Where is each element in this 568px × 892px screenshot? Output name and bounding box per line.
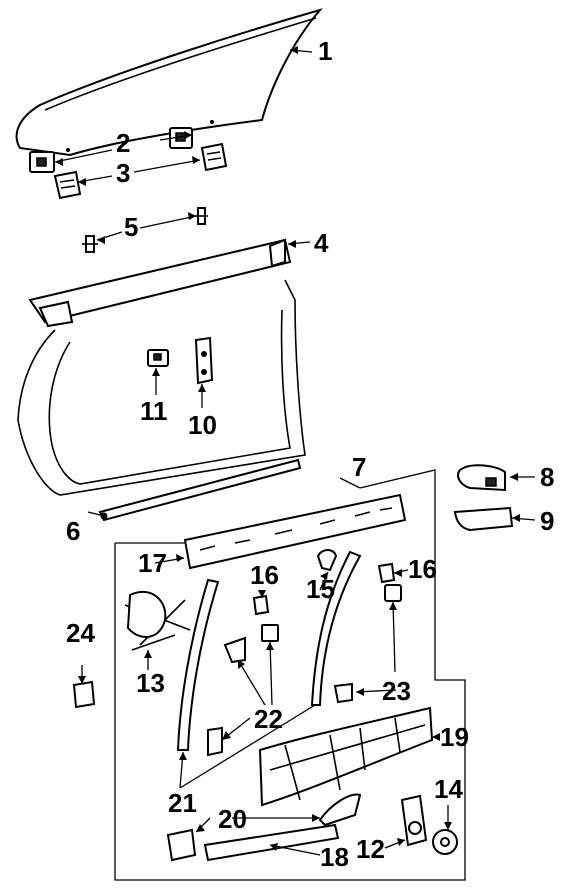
callout-17: 17 <box>138 548 167 578</box>
callout-13: 13 <box>136 668 165 698</box>
regulator-module-19[interactable] <box>258 706 434 807</box>
callout-22: 22 <box>254 704 283 734</box>
bracket-23-upper[interactable] <box>384 584 402 602</box>
run-channel-21[interactable] <box>176 578 220 751</box>
glass-channel-left[interactable] <box>53 170 82 200</box>
callout-3: 3 <box>116 158 130 188</box>
clip-15[interactable] <box>316 549 338 572</box>
glass-retainer-left[interactable] <box>29 151 55 173</box>
guide-20[interactable] <box>318 793 362 827</box>
sash-channel-18[interactable] <box>203 823 340 862</box>
guide-22-a[interactable] <box>223 636 246 664</box>
stud-bolt-left[interactable] <box>82 235 98 253</box>
window-regulator-13[interactable] <box>124 590 191 651</box>
callout-18: 18 <box>320 842 349 872</box>
upper-channel-17[interactable] <box>183 493 407 570</box>
callout-12: 12 <box>356 834 385 864</box>
callout-16-left: 16 <box>250 560 279 590</box>
callout-10: 10 <box>188 410 217 440</box>
callout-4: 4 <box>314 228 329 258</box>
grommet-14[interactable] <box>432 829 458 855</box>
clip-16-left[interactable] <box>252 594 270 616</box>
inside-handle-bracket-8[interactable] <box>457 464 506 492</box>
lower-bracket[interactable] <box>166 828 197 862</box>
door-glass[interactable] <box>15 8 323 157</box>
callout-14: 14 <box>434 774 463 804</box>
handle-support-9[interactable] <box>453 506 514 532</box>
regulator-assembly-box <box>114 469 466 881</box>
callout-8: 8 <box>540 462 554 492</box>
door-lower-molding[interactable] <box>98 458 302 522</box>
bracket-23-lower[interactable] <box>333 682 353 704</box>
glass-channel-right[interactable] <box>200 142 228 172</box>
callout-9: 9 <box>540 506 554 536</box>
callout-6: 6 <box>66 516 80 546</box>
callout-23: 23 <box>382 676 411 706</box>
callout-2: 2 <box>116 128 130 158</box>
bracket-24[interactable] <box>72 680 96 709</box>
callout-21: 21 <box>168 788 197 818</box>
guide-22-b[interactable] <box>261 624 279 642</box>
regulator-bracket-10[interactable] <box>194 336 214 385</box>
callout-24: 24 <box>66 618 95 648</box>
arrowheads <box>55 46 520 851</box>
clip-16-right[interactable] <box>377 562 396 584</box>
callout-15: 15 <box>306 574 335 604</box>
regulator-bracket-11[interactable] <box>147 349 169 367</box>
callout-11: 11 <box>140 396 168 426</box>
callout-7: 7 <box>352 452 366 482</box>
front-run-channel[interactable] <box>310 550 362 706</box>
motor-12[interactable] <box>400 794 428 847</box>
callout-16-right: 16 <box>408 554 437 584</box>
callout-5: 5 <box>124 212 138 242</box>
callout-1: 1 <box>318 36 332 66</box>
stud-bolt-right[interactable] <box>194 207 208 225</box>
door-shell <box>17 279 306 496</box>
callout-20: 20 <box>218 804 247 834</box>
callout-labels: 1 2 3 4 5 6 7 8 9 10 11 12 13 14 15 16 1… <box>66 36 554 872</box>
callout-19: 19 <box>440 722 469 752</box>
guide-22-c[interactable] <box>207 726 223 757</box>
belt-weatherstrip[interactable] <box>28 238 292 328</box>
